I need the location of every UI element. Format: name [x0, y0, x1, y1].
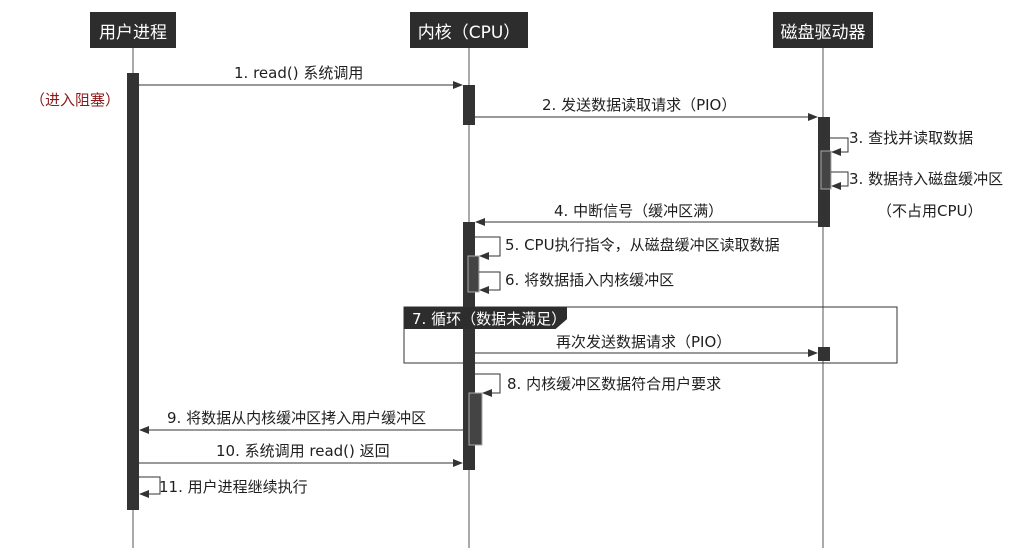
- participant-user-process: 用户进程: [90, 12, 176, 48]
- arrow-m3b: [831, 171, 849, 190]
- message-4-label: 4. 中断信号（缓冲区满）: [554, 202, 724, 220]
- kernel-activation-nested-2: [468, 392, 483, 446]
- arrow-m5: [475, 236, 501, 260]
- participant-disk-drive: 磁盘驱动器: [773, 12, 873, 48]
- user-activation: [127, 73, 139, 510]
- message-11-label: 11. 用户进程继续执行: [159, 478, 308, 496]
- kernel-activation-nested-1: [467, 255, 480, 293]
- loop-message-label: 再次发送数据请求（PIO）: [556, 333, 732, 351]
- arrow-m3a: [830, 137, 849, 156]
- disk-loop-activation: [818, 347, 830, 361]
- arrow-m11: [139, 476, 161, 498]
- message-3b-label: 3. 数据持入磁盘缓冲区: [849, 170, 1004, 188]
- message-2-label: 2. 发送数据读取请求（PIO）: [542, 96, 737, 114]
- blocked-note: （进入阻塞）: [30, 91, 121, 109]
- message-8-label: 8. 内核缓冲区数据符合用户要求: [507, 375, 722, 393]
- disk-activation-nested: [820, 150, 832, 190]
- message-9-label: 9. 将数据从内核缓冲区拷入用户缓冲区: [167, 409, 427, 427]
- message-3a-label: 3. 查找并读取数据: [849, 129, 974, 147]
- loop-label: 7. 循环（数据未满足）: [404, 307, 567, 329]
- message-1-label: 1. read() 系统调用: [234, 64, 364, 82]
- kernel-activation-1: [463, 85, 475, 125]
- message-6-label: 6. 将数据插入内核缓冲区: [505, 271, 675, 289]
- message-10-label: 10. 系统调用 read() 返回: [216, 442, 390, 460]
- message-5-label: 5. CPU执行指令，从磁盘缓冲区读取数据: [505, 236, 780, 254]
- message-3c-label: （不占用CPU）: [877, 202, 983, 220]
- arrow-m8: [475, 373, 501, 397]
- participant-kernel-cpu: 内核（CPU）: [410, 12, 528, 48]
- loop-frame: [403, 306, 898, 364]
- arrow-m6: [479, 271, 501, 294]
